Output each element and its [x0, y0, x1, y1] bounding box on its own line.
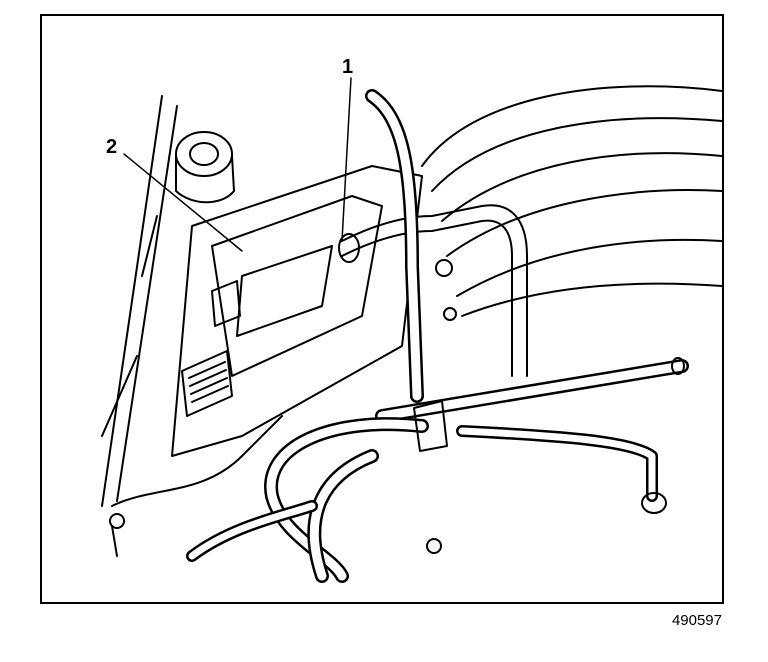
corrugated-harness — [365, 89, 424, 403]
callout-1: 1 — [342, 56, 354, 78]
figure-id: 490597 — [671, 612, 722, 629]
coolant-pipe — [338, 204, 528, 377]
diagram-frame: 1 2 — [40, 14, 724, 604]
vent-grille — [181, 280, 241, 417]
lower-hoses — [186, 417, 667, 583]
callout-2: 2 — [106, 136, 118, 158]
engine-compartment-illustration — [101, 77, 722, 583]
leader-line-2 — [123, 153, 243, 252]
leader-line-1 — [341, 77, 352, 242]
braided-line — [375, 357, 689, 423]
round-fitting — [175, 131, 235, 204]
